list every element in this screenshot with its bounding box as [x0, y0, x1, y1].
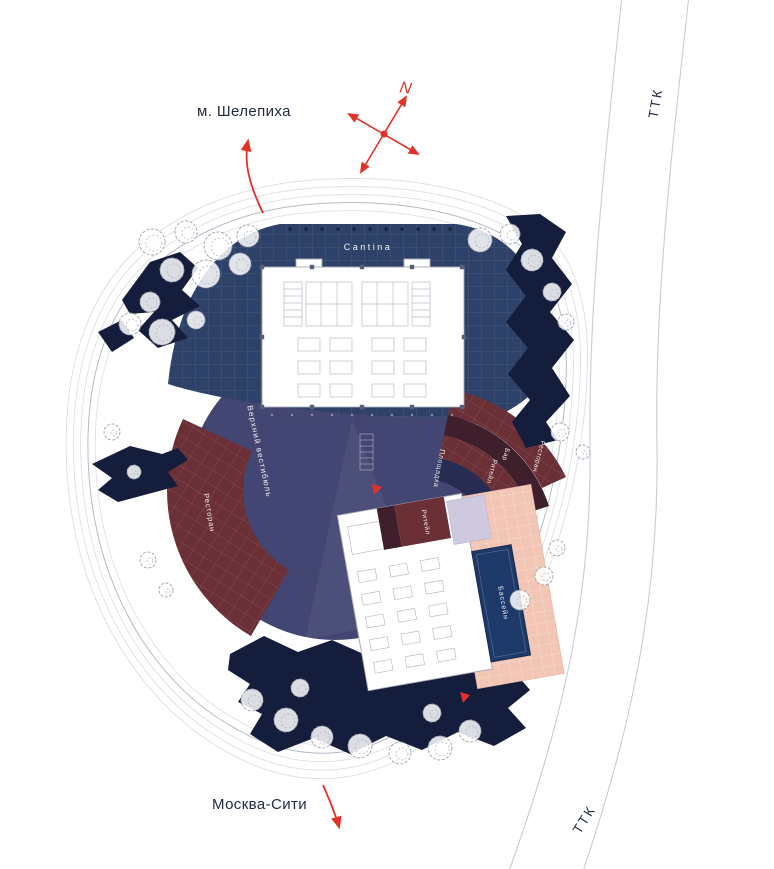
tree-inner-icon [243, 230, 257, 244]
metro-direction-arrow [240, 138, 264, 214]
tree-icon [422, 703, 442, 723]
tree-inner-icon [181, 226, 195, 240]
tree-inner-icon [564, 319, 572, 327]
moscow-city-label: Москва-Сити [212, 796, 307, 813]
service-block [376, 505, 402, 550]
tree-icon [174, 220, 198, 244]
tree-inner-icon [146, 557, 154, 565]
tree-icon [310, 725, 334, 749]
tree-icon [228, 252, 252, 276]
tree-icon [542, 282, 562, 302]
tree-icon [467, 227, 493, 253]
tree-icon [520, 248, 544, 272]
spa-building-group: Ритейл Бассейн [336, 484, 565, 692]
tree-inner-icon [474, 233, 490, 249]
tree-icon [203, 231, 233, 261]
tower-furniture [297, 337, 427, 398]
north-letter: N [398, 79, 413, 98]
tree-icon [236, 224, 260, 248]
entrance-marker-lower [460, 692, 470, 703]
tree-icon [388, 741, 412, 765]
ttk-label-top: ТТК [646, 87, 666, 120]
tree-inner-icon [125, 318, 139, 332]
tree-inner-icon [317, 731, 331, 745]
tree-icon [126, 464, 142, 480]
tree-inner-icon [297, 684, 307, 694]
tree-inner-icon [247, 694, 261, 708]
tree-icon [557, 313, 575, 331]
north-compass-icon: N [347, 79, 420, 174]
column-dots [270, 227, 454, 417]
tree-icon [550, 422, 570, 442]
tree-icon [191, 259, 221, 289]
tree-inner-icon [155, 324, 173, 342]
tower-footprint [259, 258, 467, 410]
trees-group [103, 220, 591, 765]
tree-inner-icon [429, 709, 439, 719]
tree-icon [186, 310, 206, 330]
entrance-marker-upper [372, 484, 382, 495]
red-accents: N [240, 79, 470, 830]
tree-inner-icon [110, 429, 118, 437]
tree-inner-icon [210, 237, 230, 257]
tree-inner-icon [145, 234, 163, 252]
lavender-block [446, 494, 492, 545]
tree-inner-icon [165, 588, 171, 594]
tree-icon [458, 719, 482, 743]
zone-restaurant-left-grid [167, 419, 289, 636]
tree-icon [240, 688, 264, 712]
tree-icon [158, 582, 174, 598]
tree-icon [575, 444, 591, 460]
tree-icon [148, 318, 176, 346]
tree-inner-icon [541, 572, 551, 582]
tree-icon [103, 423, 121, 441]
tree-inner-icon [549, 288, 559, 298]
city-direction-arrow [322, 784, 342, 830]
retail-block [394, 496, 451, 547]
tree-inner-icon [198, 265, 218, 285]
tree-inner-icon [557, 428, 567, 438]
ttk-label-bottom: ТТК [570, 803, 599, 837]
tree-inner-icon [354, 739, 370, 755]
tree-inner-icon [582, 450, 588, 456]
tree-inner-icon [133, 470, 139, 476]
zone-restaurant-right-grid [448, 390, 566, 488]
tree-inner-icon [465, 725, 479, 739]
tree-inner-icon [434, 741, 450, 757]
tree-inner-icon [516, 595, 528, 607]
cantina-label: Cantina [344, 242, 393, 252]
tree-inner-icon [146, 297, 158, 309]
tower-columns [259, 264, 467, 410]
tree-icon [273, 707, 299, 733]
metro-station-label: м. Шелепиха [197, 103, 291, 120]
bar-label: Бар [500, 447, 510, 461]
tree-icon [534, 566, 554, 586]
tree-inner-icon [527, 254, 541, 268]
tree-icon [290, 678, 310, 698]
tree-icon [159, 257, 185, 283]
tree-icon [118, 312, 142, 336]
tree-inner-icon [395, 747, 409, 761]
tree-icon [138, 228, 166, 256]
tree-icon [548, 539, 566, 557]
tree-inner-icon [555, 545, 563, 553]
tree-icon [139, 551, 157, 569]
tree-inner-icon [166, 263, 182, 279]
tree-icon [427, 735, 453, 761]
spa-furniture [357, 557, 457, 674]
tree-inner-icon [280, 713, 296, 729]
tree-inner-icon [506, 229, 518, 241]
tree-inner-icon [235, 258, 249, 272]
lobby-stair-icon [359, 433, 374, 471]
tree-icon [347, 733, 373, 759]
tree-inner-icon [193, 316, 203, 326]
